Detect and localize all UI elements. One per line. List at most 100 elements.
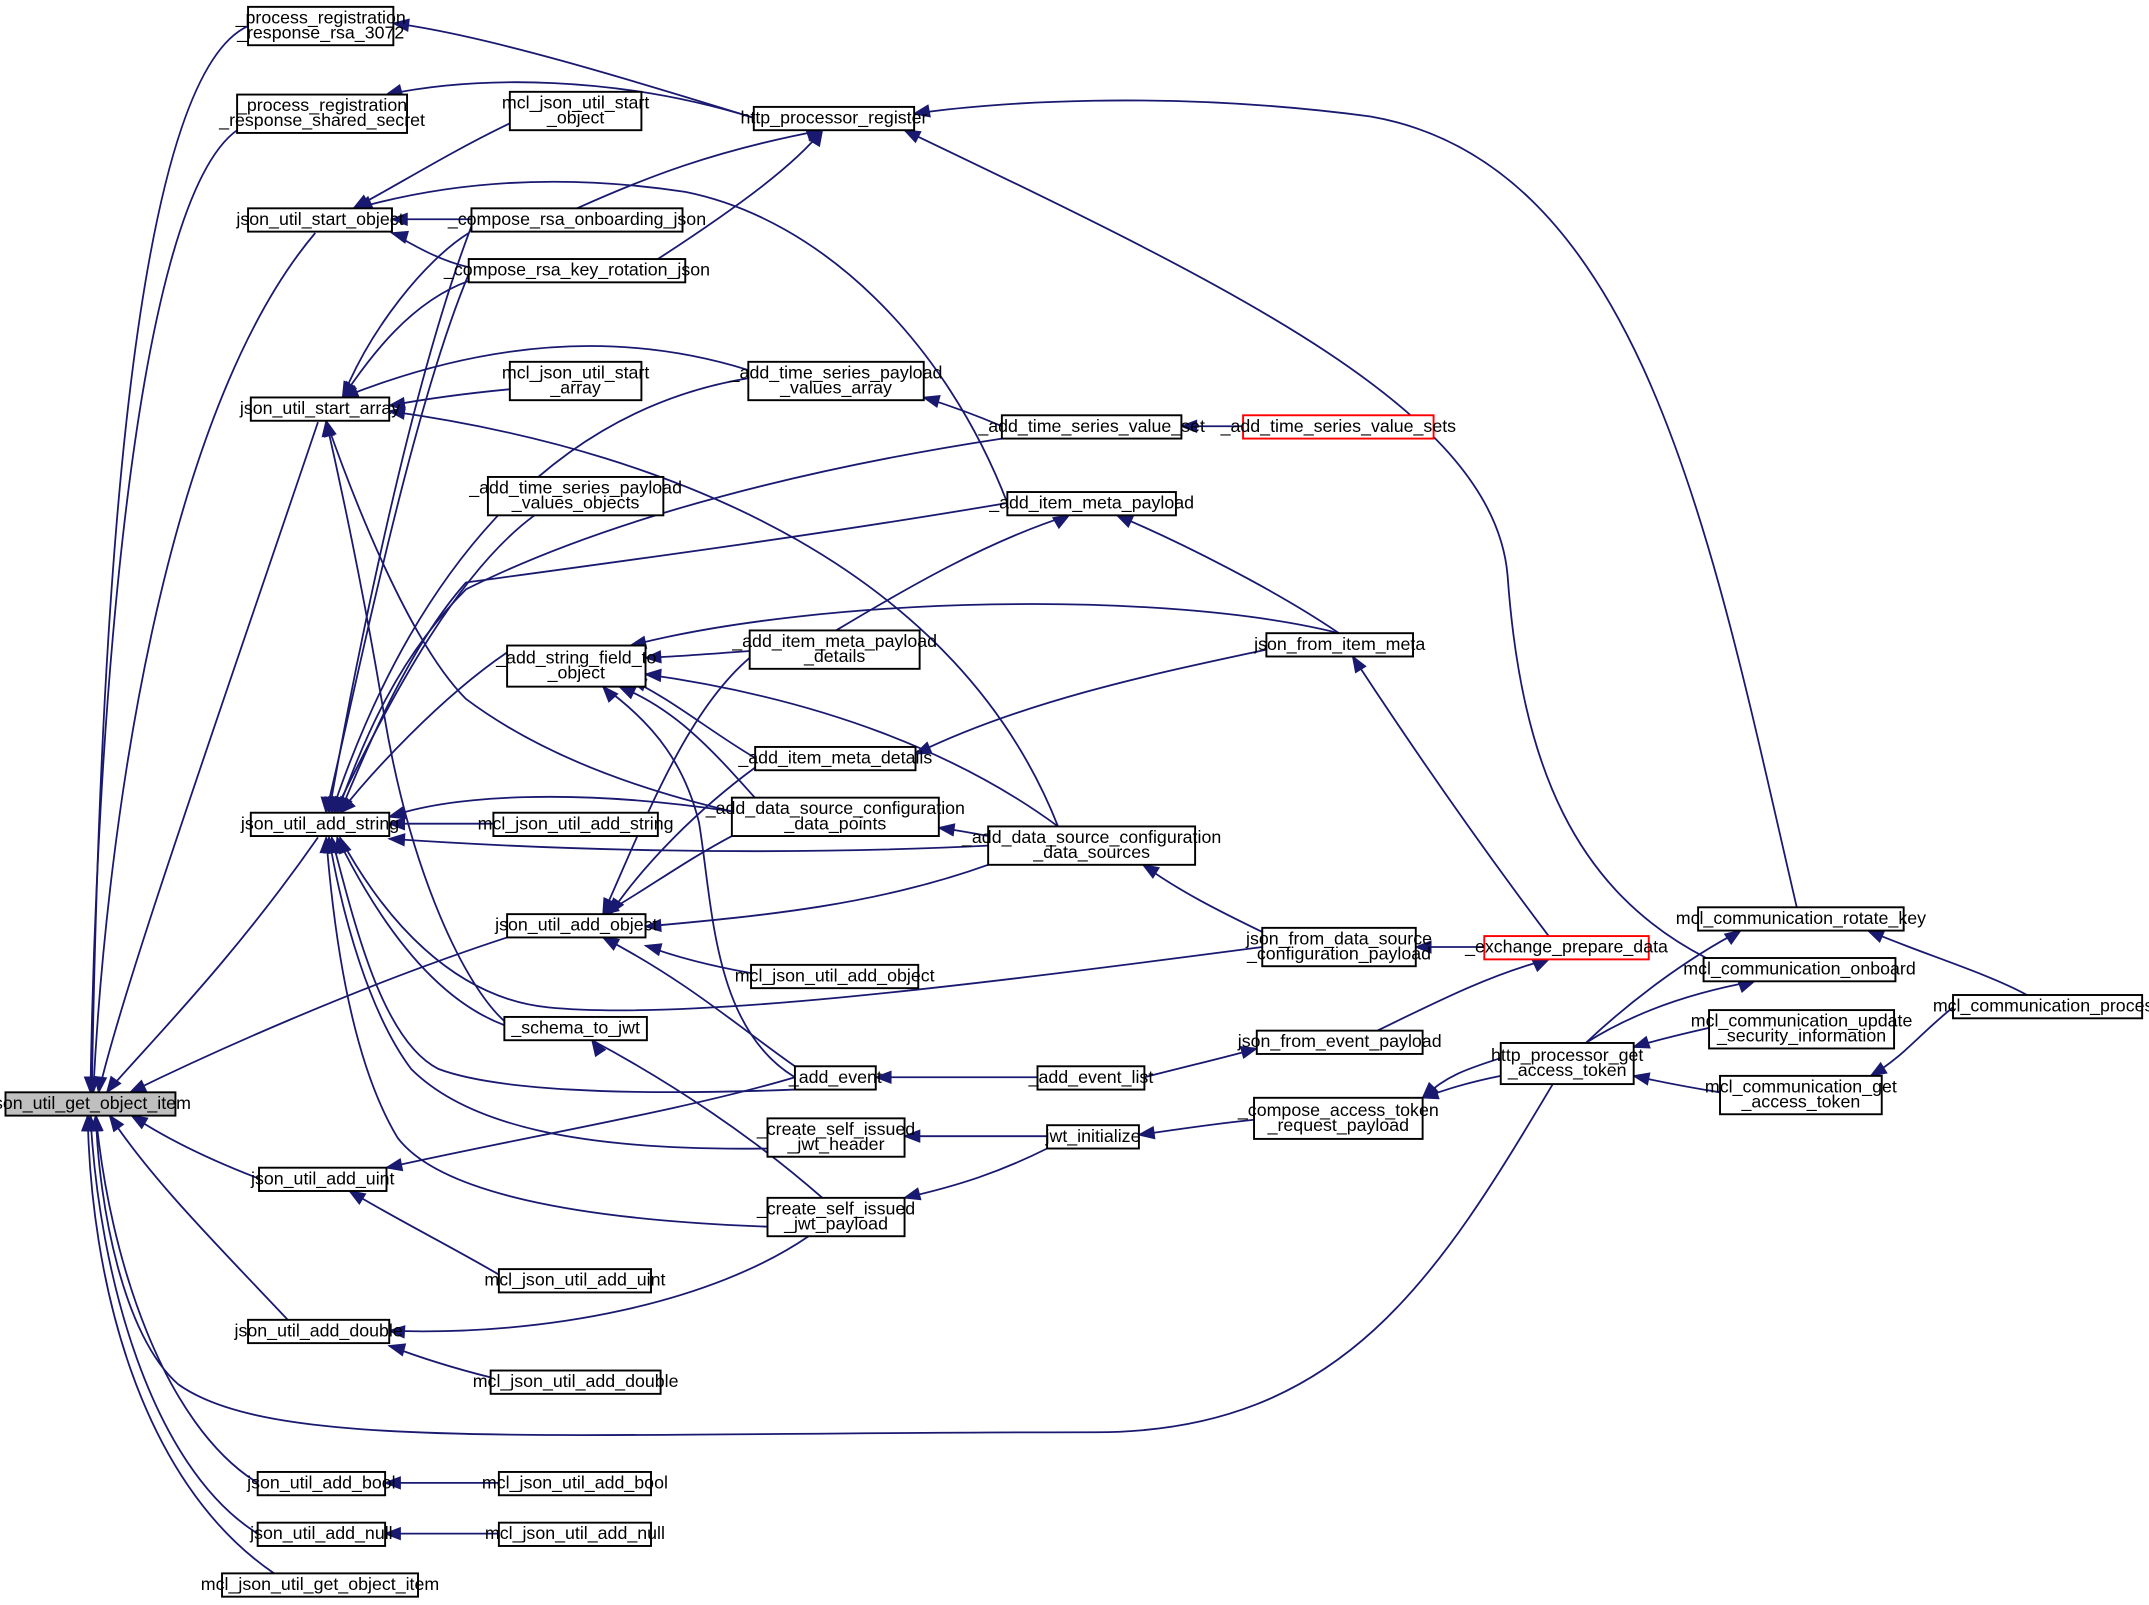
node-box[interactable]: [506, 913, 647, 939]
node-crsaon[interactable]: _compose_rsa_onboarding_json: [447, 207, 706, 233]
node-box[interactable]: [1006, 491, 1177, 517]
node-root[interactable]: json_util_get_object_item: [0, 1091, 191, 1117]
node-box[interactable]: [747, 360, 925, 402]
node-box[interactable]: [793, 1065, 877, 1091]
node-box[interactable]: [247, 1318, 391, 1345]
node-adscds[interactable]: _add_data_source_configuration_data_sour…: [961, 825, 1221, 866]
node-box[interactable]: [1036, 1065, 1146, 1091]
node-aimpd[interactable]: _add_item_meta_payload_details: [731, 629, 937, 670]
node-mjuso[interactable]: mcl_json_util_start_object: [502, 90, 649, 132]
node-box[interactable]: [508, 90, 643, 132]
node-box[interactable]: [4, 1091, 177, 1117]
node-box[interactable]: [766, 1196, 906, 1238]
node-ae[interactable]: _add_event: [788, 1065, 882, 1091]
node-box[interactable]: [730, 796, 940, 837]
node-crk[interactable]: mcl_communication_rotate_key: [1676, 906, 1926, 932]
node-mjugoi[interactable]: mcl_json_util_get_object_item: [201, 1572, 439, 1598]
node-ael[interactable]: _add_event_list: [1028, 1065, 1154, 1091]
node-asfto[interactable]: _add_string_field_to_object: [495, 644, 657, 688]
node-box[interactable]: [1719, 1074, 1883, 1116]
node-atsvs[interactable]: _add_time_series_value_set: [977, 414, 1205, 440]
node-box[interactable]: [766, 1117, 906, 1158]
node-box[interactable]: [497, 1268, 652, 1294]
node-jfep[interactable]: json_from_event_payload: [1237, 1029, 1442, 1055]
node-aimd[interactable]: _add_item_meta_details: [737, 745, 932, 772]
node-box[interactable]: [492, 811, 659, 837]
node-box[interactable]: [486, 475, 665, 517]
node-box[interactable]: [470, 207, 684, 233]
node-atspvo[interactable]: _add_time_series_payload_values_objects: [468, 475, 682, 517]
node-juad[interactable]: json_util_add_double: [234, 1318, 403, 1345]
node-prrss[interactable]: _process_registration_response_shared_se…: [218, 93, 425, 134]
node-box[interactable]: [236, 93, 409, 134]
node-box[interactable]: [1000, 414, 1183, 440]
node-box[interactable]: [1499, 1042, 1635, 1086]
node-mcusi[interactable]: mcl_communication_update_security_inform…: [1691, 1009, 1913, 1050]
node-juau[interactable]: json_util_add_uint: [250, 1166, 395, 1192]
node-box[interactable]: [467, 258, 687, 284]
node-box[interactable]: [1708, 1009, 1896, 1050]
node-box[interactable]: [497, 1470, 652, 1497]
node-box[interactable]: [1265, 632, 1414, 658]
node-box[interactable]: [748, 629, 921, 670]
node-box[interactable]: [752, 105, 916, 132]
node-jfim[interactable]: json_from_item_meta: [1253, 632, 1425, 658]
node-mcgat[interactable]: mcl_communication_get_access_token: [1705, 1074, 1897, 1116]
node-juao[interactable]: json_util_add_object: [494, 913, 658, 939]
node-mcp[interactable]: mcl_communication_process: [1933, 994, 2149, 1020]
node-box[interactable]: [258, 1166, 388, 1192]
node-juab[interactable]: json_util_add_bool: [246, 1470, 396, 1497]
node-box[interactable]: [1261, 926, 1417, 968]
node-box[interactable]: [497, 1521, 652, 1547]
node-juso[interactable]: json_util_start_object: [235, 207, 404, 233]
node-adscdp[interactable]: _add_data_source_configuration_data_poin…: [705, 796, 965, 837]
node-box[interactable]: [508, 360, 643, 402]
node-prr3072[interactable]: _process_registration_response_rsa_3072: [235, 5, 406, 47]
node-box[interactable]: [256, 1521, 387, 1547]
node-astj[interactable]: _schema_to_jwt: [503, 1015, 648, 1042]
node-hpgat[interactable]: http_processor_get_access_token: [1491, 1042, 1643, 1086]
node-jua_string[interactable]: json_util_add_string: [240, 811, 399, 837]
node-box[interactable]: [750, 963, 920, 990]
node-box[interactable]: [249, 811, 391, 837]
node-mjuan[interactable]: mcl_json_util_add_null: [485, 1521, 665, 1547]
node-box[interactable]: [1952, 994, 2144, 1020]
node-box[interactable]: [489, 1369, 662, 1395]
node-jwti[interactable]: jwt_initialize: [1045, 1124, 1141, 1150]
node-box[interactable]: [1255, 1029, 1424, 1055]
node-jusa[interactable]: json_util_start_array: [239, 396, 400, 422]
node-epd[interactable]: _exchange_prepare_data: [1464, 935, 1668, 961]
node-mjuab[interactable]: mcl_json_util_add_bool: [482, 1470, 668, 1497]
node-csijp[interactable]: _create_self_issued_jwt_payload: [756, 1196, 915, 1238]
node-juan[interactable]: json_util_add_null: [249, 1521, 393, 1547]
node-mco[interactable]: mcl_communication_onboard: [1683, 957, 1916, 983]
node-catrp[interactable]: _compose_access_token_request_payload: [1237, 1096, 1439, 1140]
node-box[interactable]: [503, 1015, 648, 1042]
node-box[interactable]: [247, 207, 393, 233]
node-mjuau[interactable]: mcl_json_util_add_uint: [484, 1268, 666, 1294]
node-jfdscp[interactable]: json_from_data_source_configuration_payl…: [1245, 926, 1432, 968]
node-box[interactable]: [1702, 957, 1897, 983]
node-box[interactable]: [987, 825, 1197, 866]
node-mjuao[interactable]: mcl_json_util_add_object: [735, 963, 935, 990]
node-aimp[interactable]: _add_item_meta_payload: [988, 491, 1194, 517]
node-box[interactable]: [1242, 414, 1435, 440]
node-atsvss[interactable]: _add_time_series_value_sets: [1220, 414, 1457, 440]
node-crsakr[interactable]: _compose_rsa_key_rotation_json: [443, 258, 710, 284]
node-mjuad[interactable]: mcl_json_util_add_double: [473, 1369, 679, 1395]
node-box[interactable]: [1697, 906, 1905, 932]
node-box[interactable]: [1046, 1124, 1140, 1150]
node-box[interactable]: [247, 5, 395, 47]
node-atspva[interactable]: _add_time_series_payload_values_array: [729, 360, 943, 402]
node-hpr[interactable]: http_processor_register: [740, 105, 928, 132]
node-mjusa[interactable]: mcl_json_util_start_array: [502, 360, 649, 402]
node-box[interactable]: [1253, 1096, 1424, 1140]
node-mjuas[interactable]: mcl_json_util_add_string: [478, 811, 674, 837]
node-csijh[interactable]: _create_self_issued_jwt_header: [756, 1117, 915, 1158]
node-box[interactable]: [1483, 935, 1650, 961]
node-box[interactable]: [256, 1470, 387, 1497]
node-box[interactable]: [249, 396, 391, 422]
node-box[interactable]: [754, 745, 917, 772]
node-box[interactable]: [506, 644, 647, 688]
node-box[interactable]: [221, 1572, 419, 1598]
